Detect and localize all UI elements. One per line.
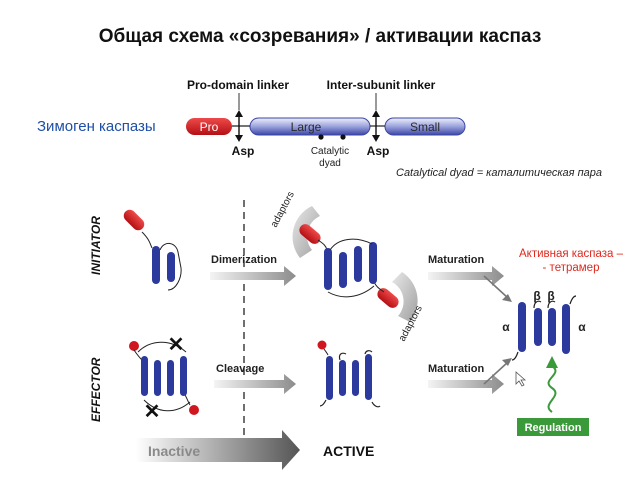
pro-domain-label: Pro: [200, 120, 219, 134]
adaptors-label-top: adaptors: [269, 190, 297, 230]
large-subunit-label: Large: [291, 120, 322, 134]
svg-text:✕: ✕: [144, 401, 161, 423]
active-caspase-note: Активная каспаза – - тетрамер: [512, 247, 630, 275]
regulation-label: Regulation: [525, 422, 582, 434]
svg-text:✕: ✕: [168, 334, 185, 356]
converging-arrow-top: [483, 275, 512, 302]
effector-label: EFFECTOR: [89, 357, 103, 422]
adaptor-bottom: [392, 272, 418, 322]
catalytic-dyad-dot-1: [318, 134, 324, 140]
active-label: ACTIVE: [323, 443, 374, 459]
dyad-label: dyad: [319, 158, 341, 169]
initiator-monomer: [123, 209, 182, 291]
inactive-to-active-arrow: [136, 430, 300, 470]
asp-label-right: Asp: [367, 144, 390, 158]
maturation-label-effector: Maturation: [428, 363, 485, 375]
beta-label-right: β: [547, 289, 554, 303]
pro-domain-linker-label: Pro-domain linker: [187, 78, 289, 92]
cursor-icon: [515, 371, 527, 387]
initiator-label: INITIATOR: [89, 216, 103, 275]
pro-domain: [186, 118, 232, 135]
maturation-arrow-initiator: [428, 266, 504, 286]
cleavage-label: Cleavage: [216, 363, 264, 375]
regulation-arrow: [546, 356, 558, 413]
pro-linker-cleavage-arrow: [235, 110, 243, 142]
zymogen-label: Зимоген каспазы: [37, 118, 156, 135]
inactive-label: Inactive: [148, 443, 200, 459]
regulation-box: [517, 418, 589, 436]
inter-subunit-linker-label: Inter-subunit linker: [327, 78, 436, 92]
asp-label-left: Asp: [232, 144, 255, 158]
active-note-line1: Активная каспаза –: [519, 248, 623, 260]
catalytic-dyad-note: Catalytical dyad = каталитическая пара: [396, 167, 602, 179]
dimerization-label: Dimerization: [211, 254, 277, 266]
cleavage-arrow: [214, 374, 296, 394]
inter-linker-cleavage-arrow: [372, 110, 380, 142]
maturation-label-initiator: Maturation: [428, 254, 485, 266]
alpha-label-right: α: [578, 320, 586, 334]
pathway-panel: INITIATOR EFFECTOR ✕ ✕: [89, 190, 589, 470]
catalytic-label: Catalytic: [311, 146, 349, 157]
mature-caspase-tetramer: α α β β: [502, 289, 586, 361]
dimerization-arrow: [210, 266, 296, 286]
effector-active-dimer: [317, 340, 381, 408]
initiator-active-dimer: adaptors adaptors: [269, 190, 425, 344]
maturation-arrow-effector: [428, 374, 504, 394]
small-subunit-label: Small: [410, 120, 440, 134]
beta-label-left: β: [533, 289, 540, 303]
active-note-line2: - тетрамер: [542, 262, 600, 274]
effector-inactive-dimer: ✕ ✕: [129, 334, 199, 423]
page-title: Общая схема «созревания» / активации кас…: [98, 26, 542, 47]
converging-arrow-bottom: [483, 358, 512, 385]
catalytic-dyad-dot-2: [340, 134, 346, 140]
zymogen-domain-bar: Pro Large Small Pro-domain linker Inter-…: [186, 78, 466, 169]
alpha-label-left: α: [502, 320, 510, 334]
